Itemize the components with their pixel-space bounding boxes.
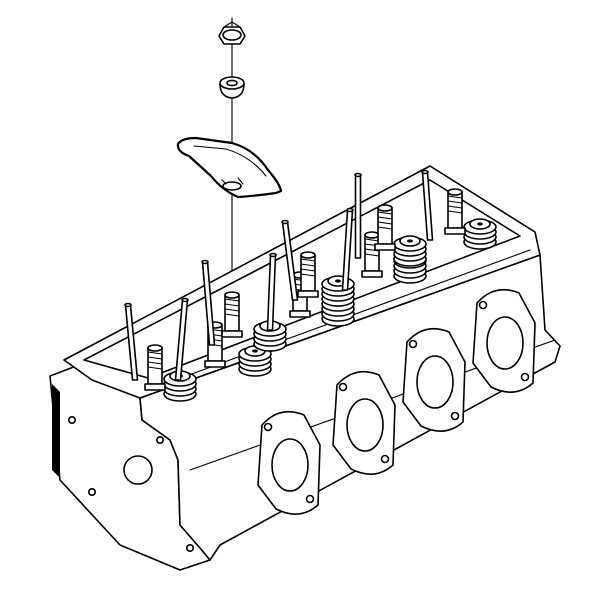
pushrod [421,169,434,241]
flange-bolt-hole [380,454,390,464]
flange-bolt-hole [450,411,460,421]
exhaust-port-flange [332,370,396,475]
exhaust-port-flange [257,410,321,515]
flange-bolt-hole [520,372,530,382]
exhaust-port-flange [402,327,466,432]
valvetrain-group [124,169,497,402]
pushrod [341,207,354,291]
end-bore-hole [123,455,153,485]
flange-bolt-hole [263,422,273,432]
pushrod [201,259,216,346]
valve-spring-assembly [163,370,197,402]
flange-bolt-hole [408,339,418,349]
rocker-stud [221,291,243,338]
exhaust-port-flanges [257,288,536,515]
exhaust-port-opening [346,398,384,452]
rocker-arm-icon [176,136,283,199]
valve-spring-assembly [463,218,497,250]
pushrod [281,219,299,301]
rocker-stud [297,251,319,298]
valve-spring-assembly [321,275,355,307]
rocker-stud [444,188,466,235]
exhaust-port-opening [486,316,524,370]
washer-icon [219,76,245,99]
rocker-stud [144,344,166,391]
exhaust-port-opening [416,355,454,409]
valve-spring-assembly [393,235,427,267]
exhaust-port-flange [472,288,536,393]
pushrod [124,302,139,381]
exhaust-port-opening [271,438,309,492]
flange-bolt-hole [338,382,348,392]
pushrod [266,252,277,331]
flange-bolt-hole [305,494,315,504]
rocker-stud [374,204,396,251]
pushrod [174,297,189,381]
flange-bolt-hole [478,300,488,310]
pushrod [354,172,362,259]
hex-nut-icon [218,21,246,45]
